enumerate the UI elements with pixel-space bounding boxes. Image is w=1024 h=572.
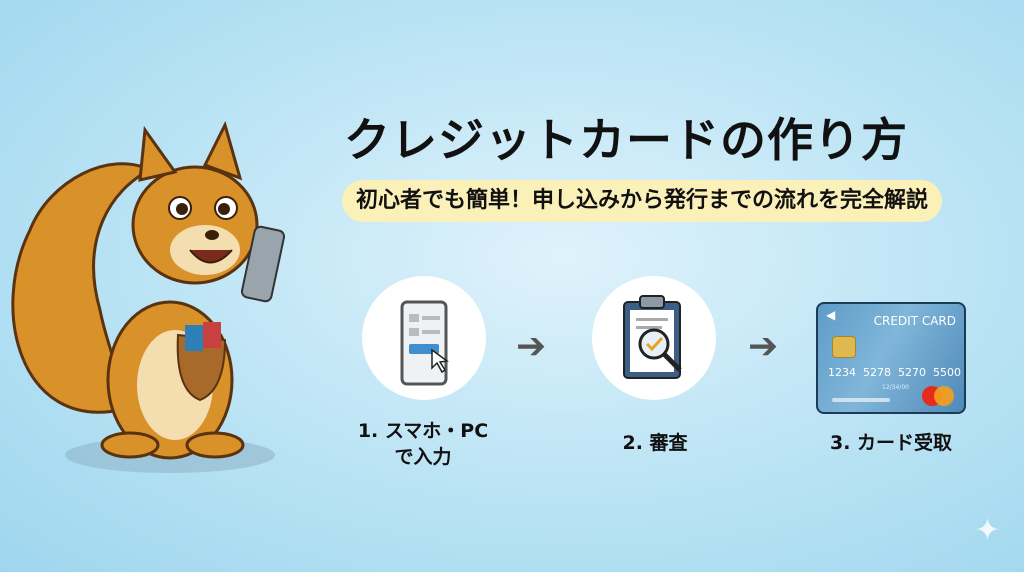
step-1-label-line1: 1. スマホ・PC bbox=[357, 420, 489, 442]
mastercard-logo-icon bbox=[922, 386, 954, 406]
card-arrow-icon: ◀ bbox=[826, 308, 836, 322]
page-title: クレジットカードの作り方 bbox=[344, 113, 908, 167]
card-expiry: 12/34/00 bbox=[882, 384, 909, 391]
step-2-circle bbox=[592, 276, 716, 400]
sparkle-icon: ✦ bbox=[974, 513, 1000, 548]
step-2-label: 2. 審査 bbox=[622, 432, 688, 454]
step-3-label: 3. カード受取 bbox=[829, 432, 953, 454]
squirrel-mascot-illustration bbox=[11, 120, 286, 473]
step-1-label-line2: で入力 bbox=[394, 446, 452, 468]
card-brand-text: CREDIT CARD bbox=[873, 314, 956, 328]
arrow-right-icon: ➔ bbox=[516, 326, 547, 367]
step-1-label: 1. スマホ・PC で入力 bbox=[348, 418, 498, 470]
arrow-right-icon: ➔ bbox=[748, 326, 779, 367]
card-chip-icon bbox=[832, 336, 856, 358]
credit-card-icon: ◀ CREDIT CARD 1234 5278 5270 5500 12/34/… bbox=[816, 302, 966, 414]
card-number: 1234 5278 5270 5500 bbox=[828, 366, 961, 379]
smartphone-form-icon bbox=[400, 300, 449, 386]
subtitle-banner: 初心者でも簡単！申し込みから発行までの流れを完全解説 bbox=[342, 180, 943, 222]
clipboard-magnifier-icon bbox=[623, 295, 682, 379]
card-name-bar bbox=[832, 398, 890, 402]
step-1-circle bbox=[362, 276, 486, 400]
